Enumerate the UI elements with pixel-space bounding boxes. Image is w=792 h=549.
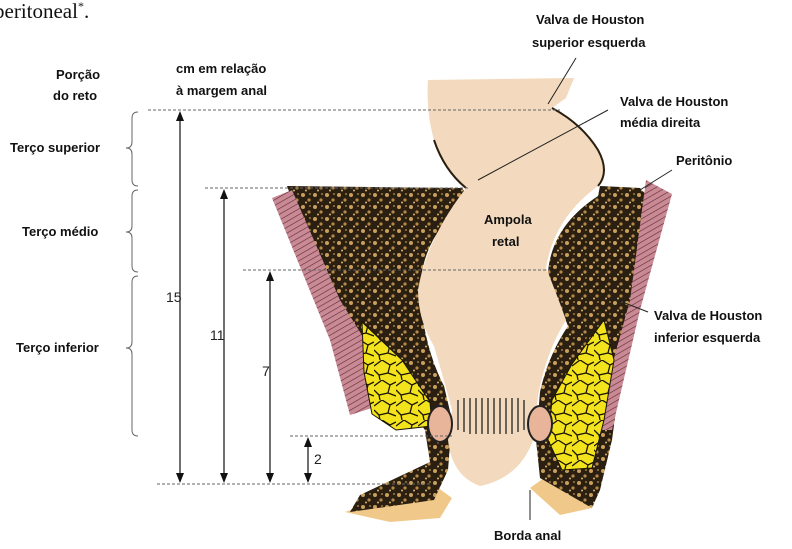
bracket-middle bbox=[126, 190, 138, 272]
segment-brackets bbox=[126, 112, 138, 436]
measurement-arrows bbox=[176, 111, 312, 483]
measure-11: 11 bbox=[210, 327, 225, 343]
svg-text:retal: retal bbox=[492, 234, 519, 249]
svg-text:Valva de Houston: Valva de Houston bbox=[620, 94, 728, 109]
label-valve-superior-left: Valva de Houston superior esquerda bbox=[532, 12, 646, 50]
measure-15: 15 bbox=[166, 289, 182, 305]
segment-label-lower: Terço inferior bbox=[16, 340, 99, 355]
svg-text:peritoneal*.: peritoneal*. bbox=[0, 0, 89, 23]
svg-text:à margem anal: à margem anal bbox=[176, 83, 267, 98]
label-valve-middle-right: Valva de Houston média direita bbox=[620, 94, 728, 130]
segment-label-upper: Terço superior bbox=[10, 140, 100, 155]
bracket-upper bbox=[126, 112, 138, 186]
svg-text:Porção: Porção bbox=[56, 67, 100, 82]
segment-label-middle: Terço médio bbox=[22, 224, 98, 239]
svg-text:cm em relação: cm em relação bbox=[176, 61, 266, 76]
cropped-caption: peritoneal*. bbox=[0, 0, 89, 23]
measure-2: 2 bbox=[314, 451, 322, 467]
svg-text:Ampola: Ampola bbox=[484, 212, 532, 227]
label-peritoneum: Peritônio bbox=[676, 153, 732, 168]
svg-text:superior esquerda: superior esquerda bbox=[532, 35, 646, 50]
svg-text:média direita: média direita bbox=[620, 115, 701, 130]
svg-text:inferior esquerda: inferior esquerda bbox=[654, 330, 761, 345]
rectum-drawing bbox=[272, 78, 672, 522]
left-sphincter bbox=[428, 406, 452, 442]
column-header-portion: Porção do reto bbox=[53, 67, 100, 103]
svg-text:Valva de Houston: Valva de Houston bbox=[654, 308, 762, 323]
measure-7: 7 bbox=[262, 363, 270, 379]
right-sphincter bbox=[528, 406, 552, 442]
label-anal-verge: Borda anal bbox=[494, 528, 561, 543]
svg-text:do reto: do reto bbox=[53, 88, 97, 103]
label-valve-inferior-left: Valva de Houston inferior esquerda bbox=[654, 308, 762, 345]
column-header-distance: cm em relação à margem anal bbox=[176, 61, 267, 98]
bracket-lower bbox=[126, 276, 138, 436]
svg-text:Valva de Houston: Valva de Houston bbox=[536, 12, 644, 27]
